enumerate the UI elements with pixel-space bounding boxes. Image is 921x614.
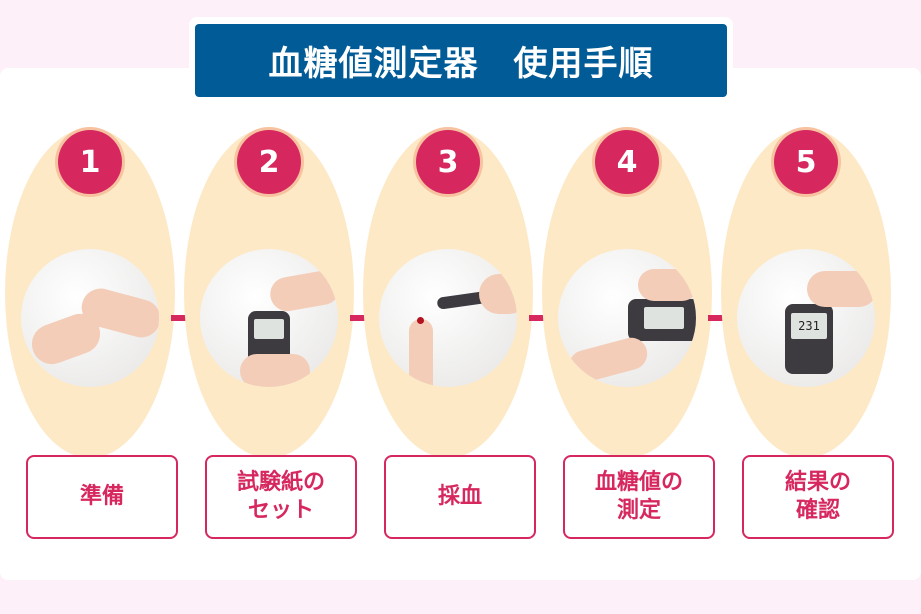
step-number: 4	[595, 130, 659, 194]
photo-lancing-finger	[379, 249, 517, 387]
step-4: 4 血糖値の測定	[537, 0, 746, 614]
photo-applying-blood	[558, 249, 696, 387]
meter-reading: 231	[791, 313, 827, 339]
step-number: 2	[237, 130, 301, 194]
photo-inserting-test-strip	[200, 249, 338, 387]
step-number: 5	[774, 130, 838, 194]
step-3: 3 採血	[358, 0, 567, 614]
step-label: 試験紙のセット	[205, 455, 357, 539]
photo-checking-result: 231	[737, 249, 875, 387]
step-label: 準備	[26, 455, 178, 539]
step-label: 結果の確認	[742, 455, 894, 539]
step-5: 5 231 結果の確認	[716, 0, 895, 614]
step-label: 採血	[384, 455, 536, 539]
step-2: 2 試験紙のセット	[179, 0, 388, 614]
step-number: 3	[416, 130, 480, 194]
photo-hands-preparing	[21, 249, 159, 387]
step-number: 1	[58, 130, 122, 194]
step-label: 血糖値の測定	[563, 455, 715, 539]
step-1: 1 準備	[0, 0, 209, 614]
page-title: 血糖値測定器 使用手順	[195, 24, 727, 97]
